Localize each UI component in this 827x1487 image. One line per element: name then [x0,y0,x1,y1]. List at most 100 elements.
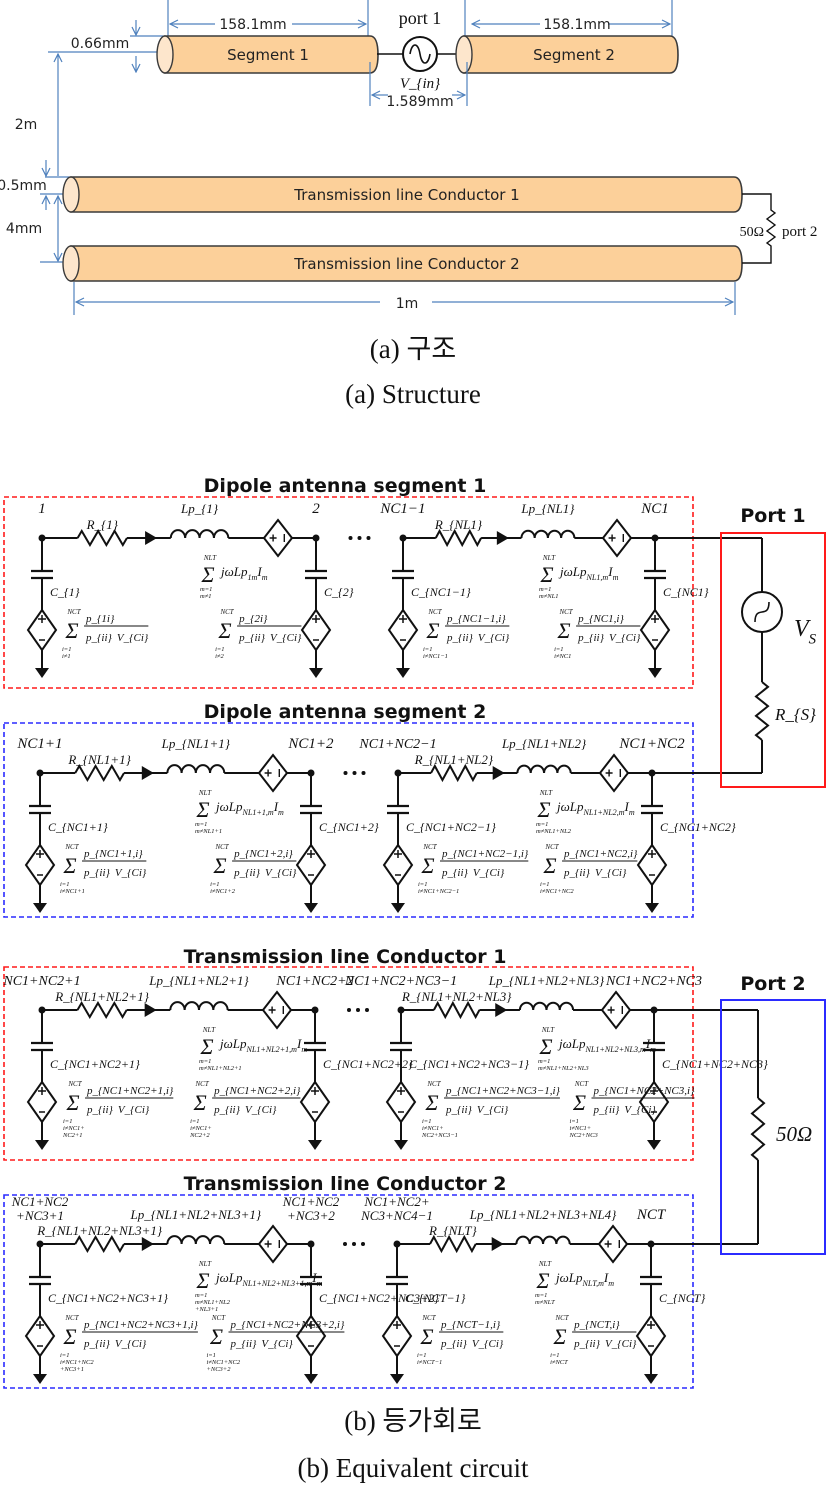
load-resistance-label: 50Ω [776,1122,812,1146]
diamond-shape [262,518,294,558]
sum-upper-limit: NCT [214,843,229,851]
segment-1-label: Segment 1 [227,46,309,64]
sum-symbol: Σ [195,797,209,822]
current-arrow-icon [496,531,509,545]
sum-symbol: Σ [557,618,571,643]
sum-lower-limit: i=1 [554,646,563,653]
fraction-numerator: p_{2i} [238,613,268,625]
inductive-coupling-formula: NLTΣm=1m≠NL1+NL2+NL3+1jωLpNL1+NL2+NL3+1,… [195,1260,323,1313]
capacitive-coupling-formula: NCTΣi=1i≠NC1+NC2+NC3−1p_{NC1+NC2+NC3−1,i… [421,1080,560,1139]
sum-lower-limit: i=1 [62,646,71,653]
polarity-marks [399,615,407,641]
capacitor-label: C_{NC1−1} [411,585,471,599]
ground-arrow-icon [304,903,318,913]
capacitive-coupling-formula: NCTΣi=1i≠NC1+NC2−1p_{NC1+NC2−1,i}p_{ii}V… [418,843,529,895]
dependent-current-source-icon [385,1080,417,1124]
dependent-voltage-source-icon [598,753,630,793]
capacitor-label: C_{NC1+1} [48,820,108,834]
capacitor-label: C_{NC1+NC2} [660,820,736,834]
node-label: NC1+NC2+1 [2,974,80,989]
resistor-icon [434,528,482,548]
sum-lower-limit: m=1 [195,1292,207,1299]
current-arrow-icon [492,766,505,780]
sum-lower-limit: i≠1 [62,653,71,660]
sum-lower-limit: m=1 [539,586,551,593]
circuit-node: NC1+NC2−1C_{NC1+NC2−1}NCTΣi=1i≠NC1+NC2−1… [358,737,529,913]
ground-arrow-icon [394,1140,408,1150]
segment-2: Segment 2 [455,35,679,74]
sum-lower-limit: i≠NC1+ [569,1125,591,1132]
block-title: Dipole antenna segment 2 [204,701,487,723]
sum-upper-limit: NCT [64,843,79,851]
circuit-block-1: Dipole antenna segment 1R_{1}Lp_{1}NLTΣm… [3,475,762,689]
circuit-node: NC1+NC2+NC3C_{NC1+NC2+NC3}NCTΣi=1i≠NC1+N… [568,974,768,1150]
capacitor-icon [31,569,53,580]
polarity-marks [608,534,624,542]
voltage-term: V_{Ci} [605,1338,637,1350]
resistor-label: R_{NL1+NL2+NL3+1} [36,1223,163,1238]
sum-upper-limit: NLT [539,789,553,797]
ground-arrow-icon [645,903,659,913]
sine-wave [754,601,770,623]
ellipsis-dot [352,771,357,775]
sum-symbol: Σ [213,853,227,878]
sum-lower-limit: m≠NL1+NL2 [536,828,572,835]
capacitor-icon [392,569,414,580]
coupling-expression: jωLpNL1+NL2+NL3,mIm [557,1036,656,1054]
sum-lower-limit: i=1 [60,881,69,888]
resistor-icon [74,1235,125,1253]
voltage-term: V_{Ci} [115,867,147,879]
fraction-denominator: p_{ii} [573,1338,601,1350]
segment-2-label: Segment 2 [533,46,615,64]
voltage-term: V_{Ci} [477,1104,509,1116]
capacitive-coupling-formula: NCTΣi=1i≠NC1+NC2+NC3+2p_{NC1+NC2+NC3+2,i… [206,1314,344,1373]
inductor-label: Lp_{NL1+NL2+NL3+NL4} [469,1207,617,1222]
fraction-denominator: p_{ii} [440,1338,468,1350]
circuit-node: NCTC_{NCT}NCTΣi=1i≠NCTp_{NCT,i}p_{ii}V_{… [550,1207,705,1384]
sum-upper-limit: NCT [544,843,559,851]
ellipsis-dot [366,536,371,540]
sum-lower-limit: i≠NC1−1 [423,653,448,660]
equivalent-circuit: Dipole antenna segment 1R_{1}Lp_{1}NLTΣm… [2,475,826,1389]
sum-lower-limit: i=1 [423,646,432,653]
fraction-numerator: p_{NC1+NC2+2,i} [213,1085,301,1097]
sum-symbol: Σ [424,1090,438,1115]
sum-lower-limit: m≠NL1+NL2+NL3 [538,1065,589,1072]
sum-lower-limit: m≠NL1+NL2 [195,1299,231,1306]
capacitor-label: C_{NC1+NC2+NC3−1} [409,1057,529,1071]
capacitive-coupling-formula: NCTΣi=1i≠NC1+NC2+NC3+1p_{NC1+NC2+NC3+1,i… [60,1314,198,1373]
sum-lower-limit: m≠NL1+1 [195,828,222,835]
polarity-marks [605,769,621,777]
node-label: NC1+NC2+NC3−1 [344,974,457,989]
node-label: NCT [636,1207,667,1223]
polarity-marks [604,1240,620,1248]
dependent-voltage-source-icon [261,990,293,1030]
dependent-current-source-icon [300,608,332,652]
sum-symbol: Σ [193,1090,207,1115]
sum-symbol: Σ [199,1034,213,1059]
dependent-current-source-icon [26,608,58,652]
height-label: 2m [15,117,38,133]
fraction-numerator: p_{NC1+NC2+NC3,i} [592,1085,695,1097]
fraction-denominator: p_{ii} [577,632,605,644]
sum-symbol: Σ [65,1090,79,1115]
sum-lower-limit: m≠NL1+NL2+1 [199,1065,242,1072]
sum-symbol: Σ [539,562,553,587]
sum-upper-limit: NCT [64,1314,79,1322]
dependent-voltage-source-icon [597,1224,629,1264]
diamond-shape [600,990,632,1030]
sum-upper-limit: NCT [219,608,234,616]
caption-a-korean: (a) 구조 [370,334,456,364]
sum-symbol: Σ [536,797,550,822]
